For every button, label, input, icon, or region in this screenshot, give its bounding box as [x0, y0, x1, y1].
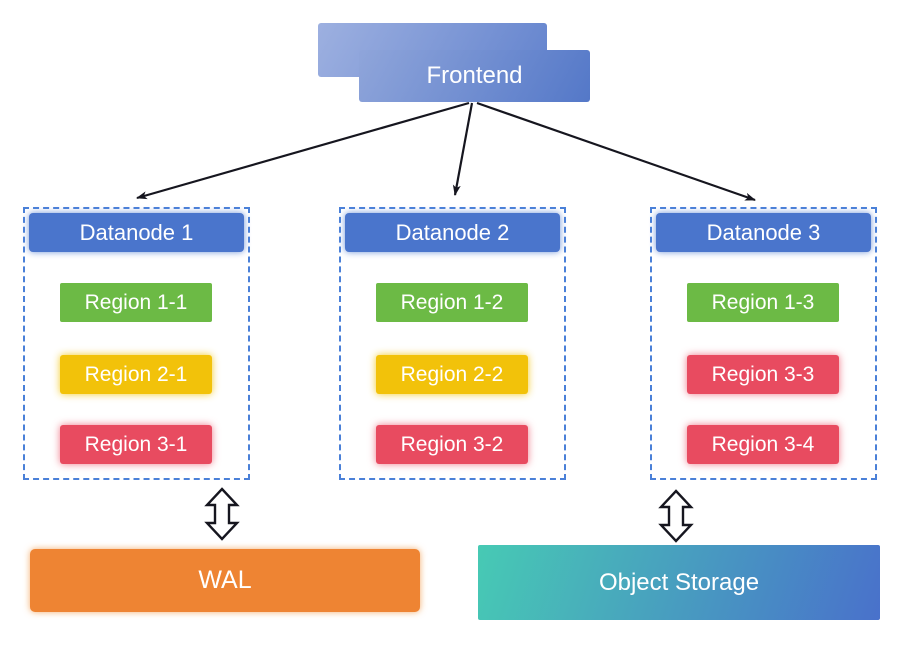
region-1-3: Region 1-3	[687, 283, 839, 322]
double-arrow-datanode1-wal	[204, 487, 240, 541]
region-3-1: Region 3-1	[60, 425, 212, 464]
region-2-2-label: Region 2-2	[400, 362, 504, 386]
arrow-frontend-datanode1	[136, 101, 470, 200]
region-2-1: Region 2-1	[60, 355, 212, 394]
double-arrow-datanode3-objectstorage	[658, 489, 694, 543]
region-3-2: Region 3-2	[376, 425, 528, 464]
frontend-node: Frontend	[359, 50, 590, 102]
region-1-1-label: Region 1-1	[84, 290, 188, 314]
datanode-3-header: Datanode 3	[656, 213, 871, 252]
frontend-label: Frontend	[426, 62, 523, 89]
region-3-3: Region 3-3	[687, 355, 839, 394]
object-storage-label: Object Storage	[598, 568, 760, 596]
datanode-1-container: Datanode 1 Region 1-1 Region 2-1 Region …	[23, 207, 250, 480]
datanode-2-label: Datanode 2	[395, 219, 510, 245]
region-1-1: Region 1-1	[60, 283, 212, 322]
region-2-1-label: Region 2-1	[84, 362, 188, 386]
region-3-4: Region 3-4	[687, 425, 839, 464]
object-storage-node: Object Storage	[478, 545, 880, 620]
region-1-3-label: Region 1-3	[711, 290, 815, 314]
wal-label: WAL	[198, 566, 252, 594]
region-2-2: Region 2-2	[376, 355, 528, 394]
region-1-2: Region 1-2	[376, 283, 528, 322]
wal-node: WAL	[30, 549, 420, 612]
datanode-2-header: Datanode 2	[345, 213, 560, 252]
region-3-2-label: Region 3-2	[400, 432, 504, 456]
region-3-3-label: Region 3-3	[711, 362, 815, 386]
datanode-1-label: Datanode 1	[79, 219, 194, 245]
region-3-4-label: Region 3-4	[711, 432, 815, 456]
datanode-1-header: Datanode 1	[29, 213, 244, 252]
region-3-1-label: Region 3-1	[84, 432, 188, 456]
datanode-3-label: Datanode 3	[706, 219, 821, 245]
datanode-3-container: Datanode 3 Region 1-3 Region 3-3 Region …	[650, 207, 877, 480]
datanode-2-container: Datanode 2 Region 1-2 Region 2-2 Region …	[339, 207, 566, 480]
arrow-frontend-datanode2	[452, 102, 474, 196]
arrow-frontend-datanode3	[476, 101, 756, 202]
region-1-2-label: Region 1-2	[400, 290, 504, 314]
